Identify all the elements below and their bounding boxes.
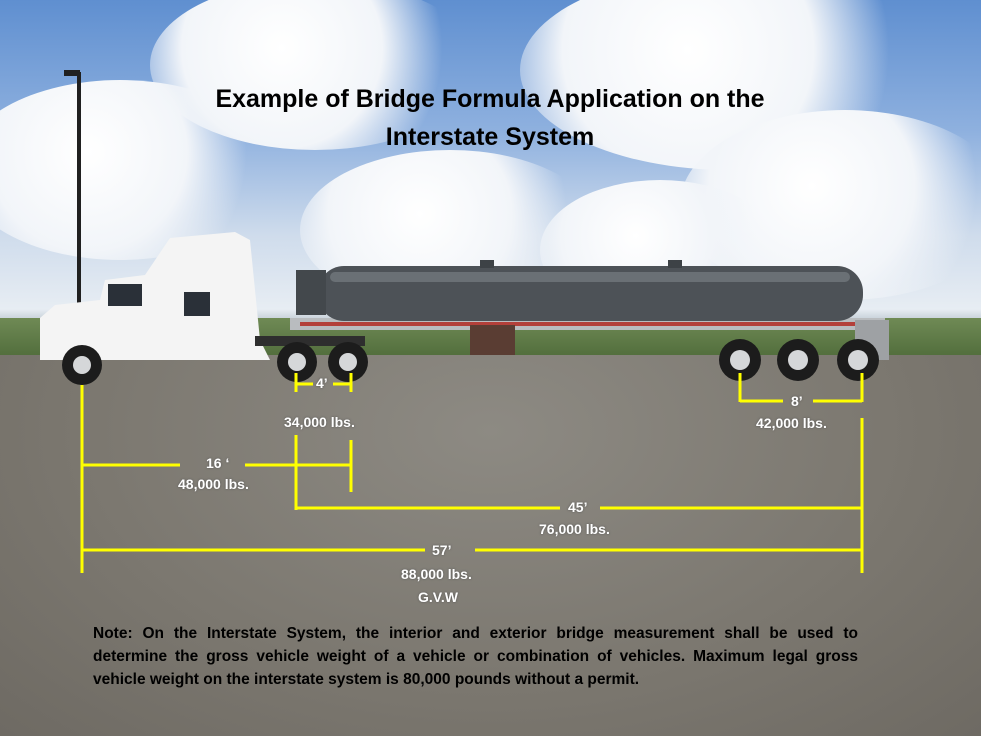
cab-body — [40, 232, 270, 360]
trailer-frame-red — [300, 322, 880, 326]
hub — [788, 350, 808, 370]
dim-line-16ft — [82, 440, 353, 492]
dim-line-8ft — [738, 373, 864, 403]
label-8ft-distance: 8’ — [791, 393, 803, 409]
tank-dome — [480, 260, 494, 268]
label-45ft-distance: 45’ — [568, 499, 588, 515]
hub — [73, 356, 91, 374]
light-pole-head — [64, 70, 80, 76]
tank-front — [296, 270, 326, 315]
pump-unit — [470, 325, 515, 355]
title-line-2: Interstate System — [385, 123, 595, 151]
label-4ft-weight: 34,000 lbs. — [284, 414, 355, 430]
hub — [339, 353, 357, 371]
label-16ft-weight: 48,000 lbs. — [178, 476, 249, 492]
hub — [848, 350, 868, 370]
label-4ft-distance: 4’ — [316, 375, 328, 391]
label-45ft-weight: 76,000 lbs. — [539, 521, 610, 537]
sleeper-window — [184, 292, 210, 316]
dim-line-57ft — [80, 385, 864, 573]
dim-line-4ft — [294, 373, 353, 392]
pavement — [0, 355, 981, 736]
tank-dome — [668, 260, 682, 268]
label-57ft-distance: 57’ — [432, 542, 452, 558]
hub — [288, 353, 306, 371]
dim-line-45ft — [294, 435, 862, 510]
cloud — [150, 0, 480, 150]
note-text: Note: On the Interstate System, the inte… — [93, 625, 858, 688]
fifth-wheel — [255, 336, 365, 346]
hub — [730, 350, 750, 370]
cab-window — [108, 284, 142, 306]
page-title: Example of Bridge Formula Application on… — [140, 80, 840, 156]
label-8ft-weight: 42,000 lbs. — [756, 415, 827, 431]
light-pole — [77, 72, 81, 308]
title-line-1: Example of Bridge Formula Application on… — [215, 85, 765, 113]
label-57ft-weight: 88,000 lbs. — [401, 566, 472, 582]
label-gvw: G.V.W — [418, 589, 458, 605]
tank-highlight — [330, 272, 850, 282]
label-16ft-distance: 16 ‘ — [206, 455, 230, 471]
